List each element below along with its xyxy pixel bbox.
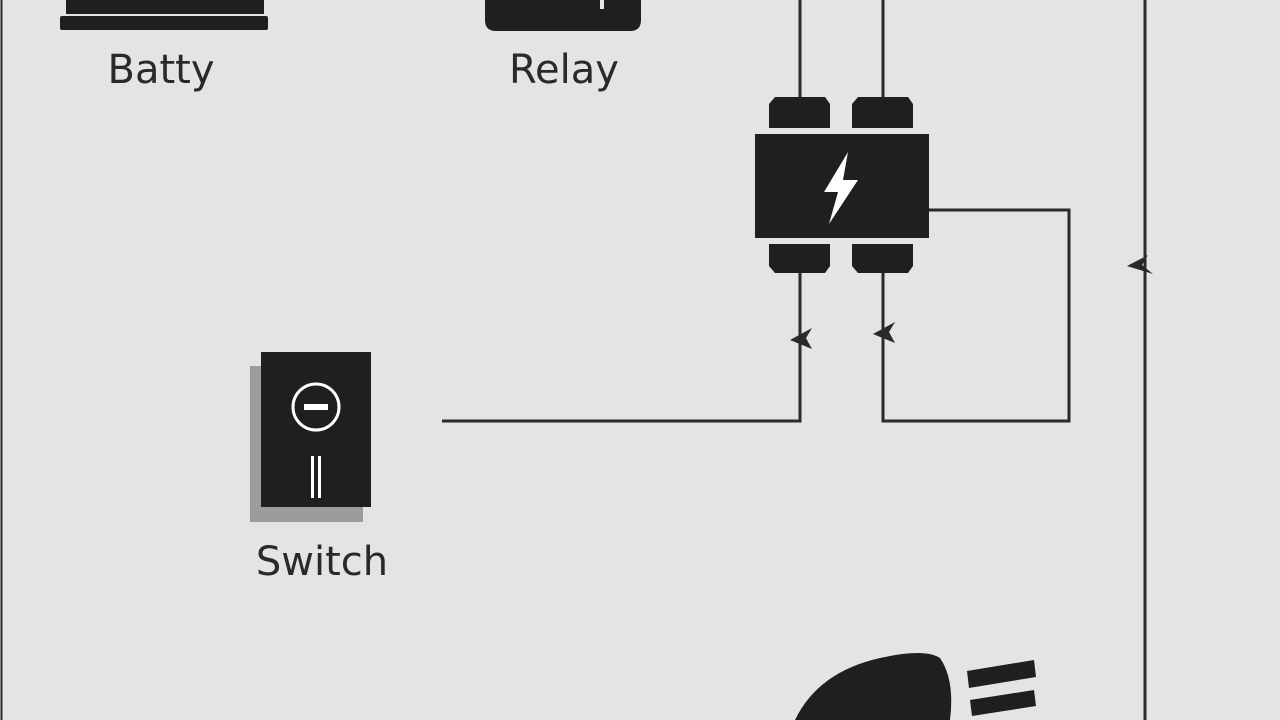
wire-switch-to-junction <box>442 272 802 423</box>
arrow-marker <box>873 322 895 343</box>
arrow-marker <box>790 328 812 349</box>
toggle-switch-icon <box>250 352 371 522</box>
wires <box>442 0 1147 720</box>
arrow-marker <box>1127 255 1153 274</box>
relay-icon <box>485 0 641 31</box>
wire-junction-loop <box>881 208 1071 423</box>
relay-label: Relay <box>509 47 619 93</box>
switch-label: Switch <box>256 539 388 585</box>
lightning-icon <box>824 152 858 224</box>
battery-label: Batty <box>108 47 215 93</box>
headlight-icon <box>795 653 1036 720</box>
junction-relay-icon <box>755 97 929 273</box>
battery-icon <box>60 0 268 30</box>
wire-arrow-markers <box>790 255 1153 349</box>
